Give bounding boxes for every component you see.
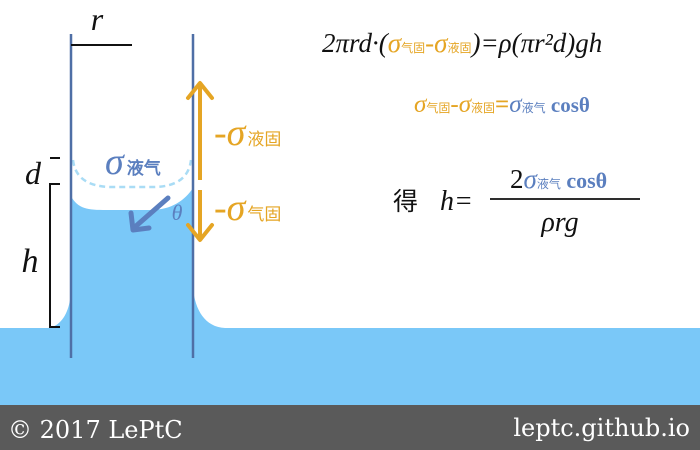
equation-result-denominator: ρrg <box>540 207 578 238</box>
contact-angle-arrow-shaft <box>133 195 171 229</box>
footer-url[interactable]: leptc.github.io <box>513 414 690 442</box>
equation-result-prefix: 得 <box>393 187 418 216</box>
equation-result-numerator: 2σ液气 cosθ <box>510 164 607 194</box>
water-body <box>0 188 700 405</box>
theta-label: θ <box>172 200 183 225</box>
d-label: d <box>25 155 42 191</box>
equation-young: σ气固-σ液固=σ液气 cosθ <box>414 91 590 118</box>
down-arrowhead <box>186 223 214 242</box>
up-arrowhead <box>186 81 214 100</box>
meniscus-dashed-line <box>71 159 193 189</box>
contact-angle-arrowhead <box>128 210 152 233</box>
equation-force-balance: 2πrd·(σ气固-σ液固)=ρ(πr²d)gh <box>322 28 602 58</box>
h-label: h <box>22 243 39 280</box>
equation-result-h: h= <box>440 186 473 217</box>
footer-copyright: © 2017 LePtC <box>8 416 183 444</box>
footer-bar <box>0 405 700 450</box>
radius-label: r <box>91 1 104 37</box>
h-bracket <box>49 183 60 328</box>
